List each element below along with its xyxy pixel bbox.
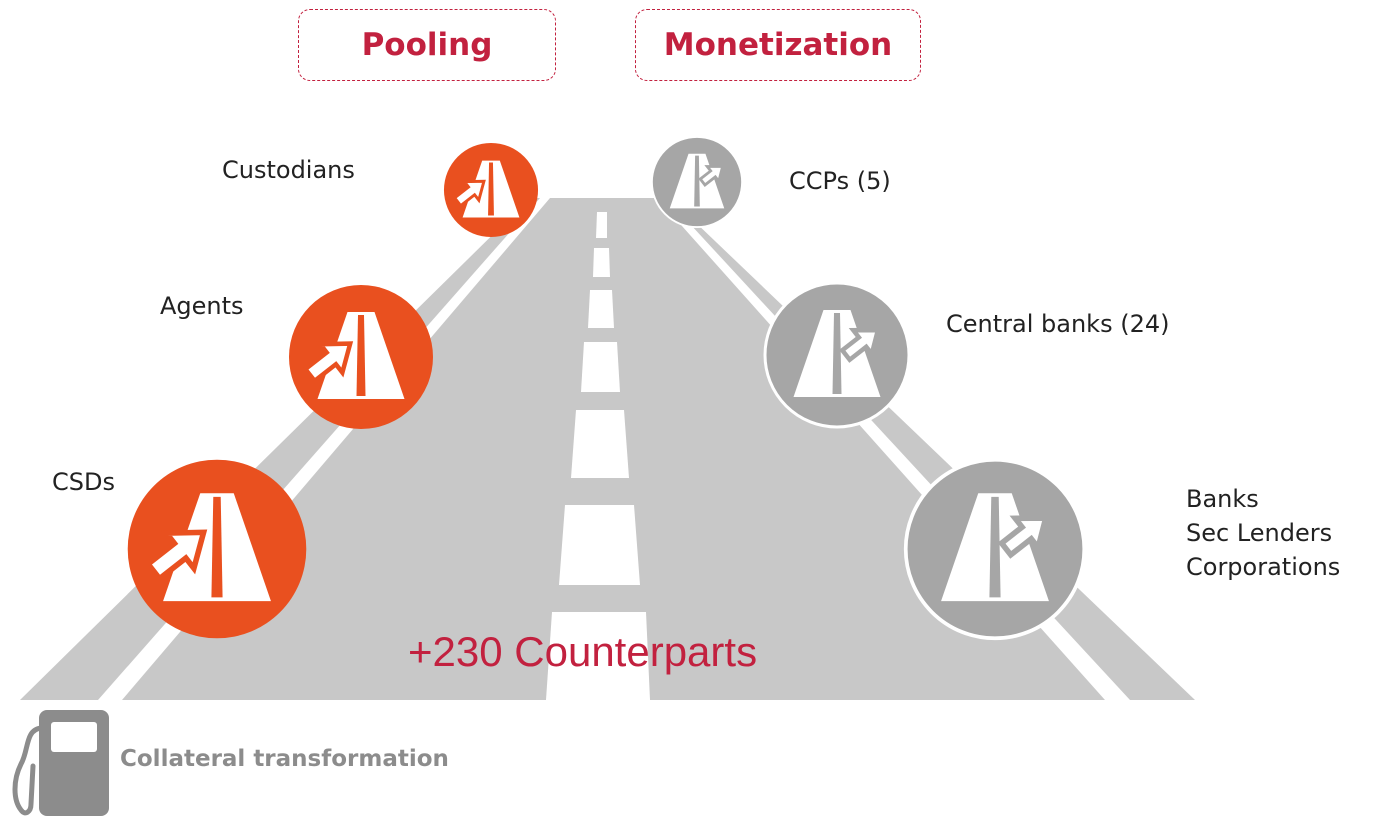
ccps-badge	[650, 135, 744, 229]
csds-label: CSDs	[52, 468, 115, 496]
agents-badge	[289, 285, 433, 429]
arrow-out-icon	[698, 164, 725, 187]
collateral-transformation-label: Collateral transformation	[120, 746, 449, 772]
custodians-label: Custodians	[222, 156, 355, 184]
custodians-badge	[443, 142, 539, 238]
arrow-in-icon	[144, 529, 208, 583]
arrow-out-icon	[997, 515, 1050, 559]
sec-lenders-line: Sec Lenders	[1186, 519, 1333, 547]
monetization-header: Monetization	[635, 9, 921, 81]
corporations-line: Corporations	[1186, 553, 1341, 581]
central-banks-label: Central banks (24)	[946, 310, 1170, 338]
arrow-in-icon	[452, 179, 486, 208]
banks-label: Banks Sec Lenders Corporations	[1186, 482, 1340, 584]
banks-line: Banks	[1186, 485, 1259, 513]
ccps-label: CCPs (5)	[789, 167, 891, 195]
csds-badge	[127, 459, 307, 639]
arrow-in-icon	[302, 341, 354, 385]
arrow-out-icon	[839, 327, 881, 363]
counterparts-total: +230 Counterparts	[408, 628, 758, 675]
agents-label: Agents	[160, 292, 244, 320]
pooling-header: Pooling	[298, 9, 556, 81]
banks-badge	[903, 457, 1087, 641]
central-banks-badge	[763, 281, 911, 429]
fuel-pump-icon	[12, 710, 109, 816]
